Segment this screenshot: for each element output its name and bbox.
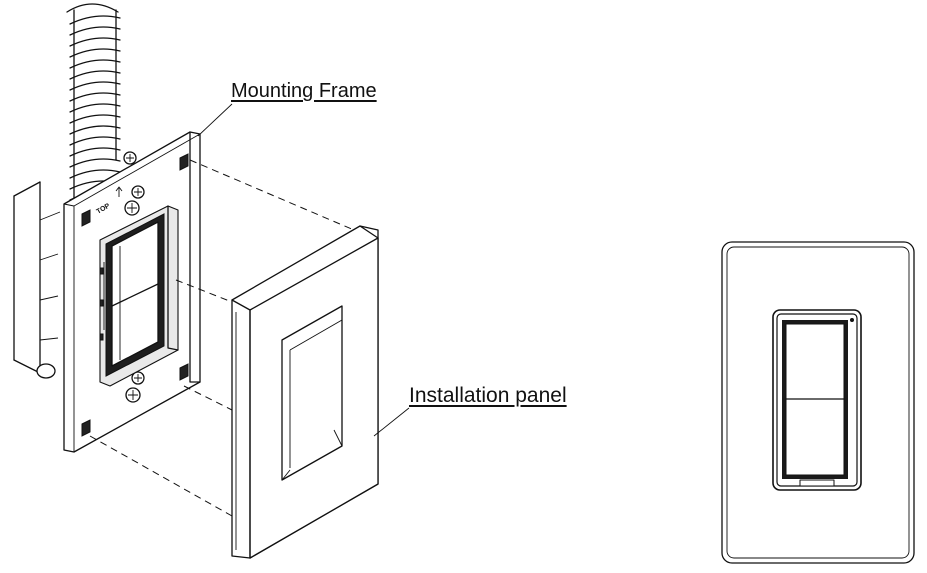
conduit-rib xyxy=(69,114,121,124)
installation-panel-label: Installation panel xyxy=(409,384,567,407)
conduit-rib xyxy=(69,26,121,36)
conduit-rib xyxy=(69,92,121,102)
conduit-rib xyxy=(69,70,121,80)
conduit-rib xyxy=(69,169,121,179)
conduit-rib xyxy=(69,125,121,135)
alignment-lines xyxy=(89,159,369,517)
front-view-panel xyxy=(721,241,915,564)
conduit-rib xyxy=(69,59,121,69)
smart-switch-device xyxy=(99,205,179,387)
top-screws xyxy=(124,185,145,216)
conduit-rib xyxy=(69,81,121,91)
installation-panel-isometric xyxy=(231,225,379,559)
conduit-rib xyxy=(69,103,121,113)
callout-leaders xyxy=(197,103,410,437)
electrical-box xyxy=(13,181,61,379)
bottom-screws xyxy=(125,371,145,403)
conduit-rib xyxy=(69,15,121,25)
front-view-switch xyxy=(772,309,862,491)
conduit-rib xyxy=(69,48,121,58)
conduit-rib xyxy=(69,37,121,47)
flexible-conduit xyxy=(66,3,121,211)
conduit-rib xyxy=(69,136,121,146)
conduit-rib xyxy=(69,147,121,157)
mounting-frame-label: Mounting Frame xyxy=(231,80,377,102)
conduit-rib xyxy=(69,158,121,168)
